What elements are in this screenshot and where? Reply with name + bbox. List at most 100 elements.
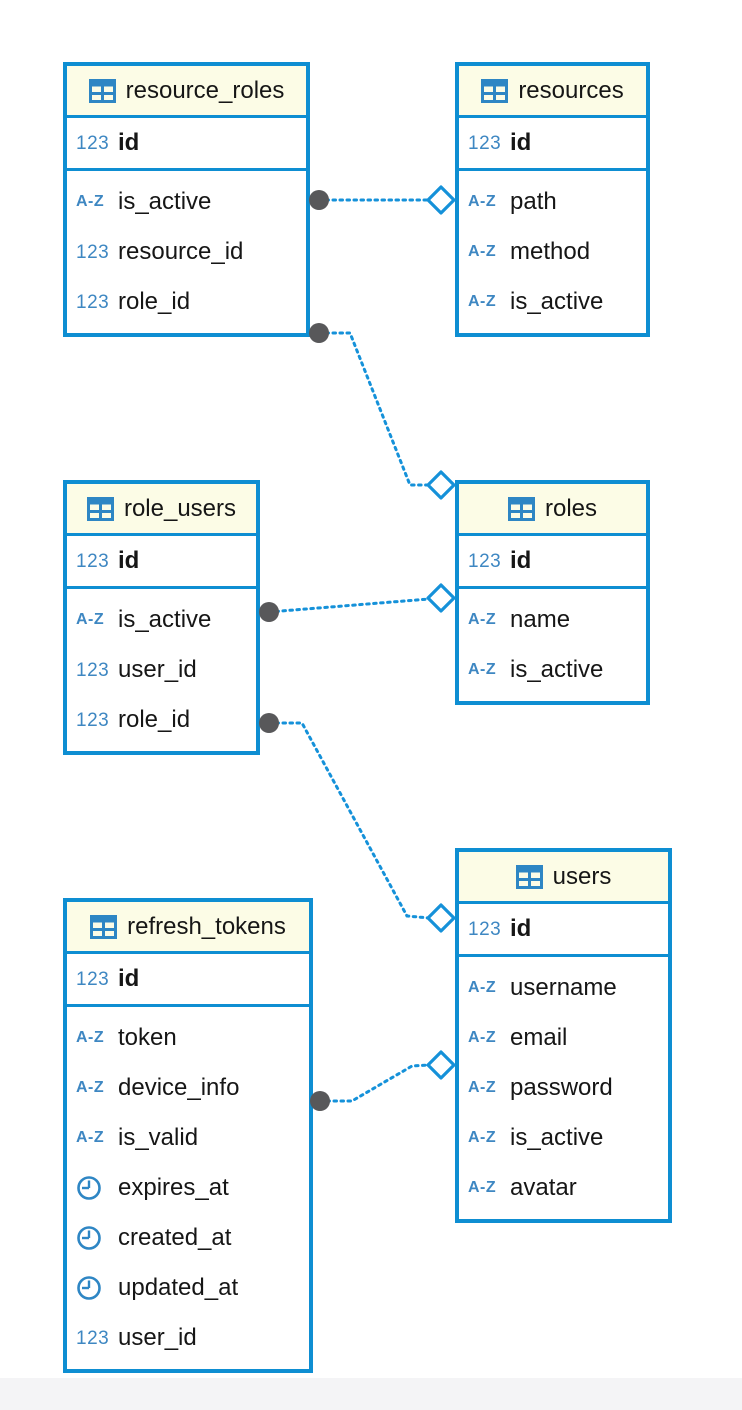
relation-circle-end (309, 323, 329, 343)
number-type-icon-box: 123 (76, 970, 118, 989)
field-name: password (510, 1074, 613, 1101)
field-row-resource_id[interactable]: 123 resource_id (67, 227, 306, 277)
number-type-icon-box: 123 (76, 711, 118, 730)
field-name: is_active (510, 1124, 604, 1151)
field-name: email (510, 1024, 568, 1051)
number-type-icon-box: 123 (76, 134, 118, 153)
text-type-icon-box: A-Z (468, 294, 510, 310)
field-name: updated_at (118, 1274, 239, 1301)
field-name: id (510, 915, 532, 942)
text-type-icon-box: A-Z (468, 1180, 510, 1196)
text-type-icon-box: A-Z (468, 194, 510, 210)
text-type-icon: A-Z (76, 1029, 105, 1046)
datetime-type-icon (76, 1275, 118, 1301)
table-header: users (459, 852, 668, 904)
text-type-icon-box: A-Z (76, 1130, 118, 1146)
datetime-type-icon (76, 1225, 118, 1251)
text-type-icon: A-Z (468, 1129, 497, 1146)
table-header: role_users (67, 484, 256, 536)
field-name: expires_at (118, 1174, 229, 1201)
relation-resource_roles-roles[interactable] (309, 323, 456, 500)
relation-resource_roles-resources[interactable] (309, 185, 456, 215)
field-row-is_active[interactable]: A-Z is_active (459, 1113, 668, 1163)
field-name: id (510, 547, 532, 574)
text-type-icon-box: A-Z (76, 194, 118, 210)
table-icon (86, 496, 114, 521)
field-name: avatar (510, 1174, 577, 1201)
relation-diamond-end (426, 903, 456, 933)
field-name: is_active (118, 188, 212, 215)
number-type-icon: 123 (76, 291, 110, 313)
relation-circle-end (259, 713, 279, 733)
field-row-is_active[interactable]: A-Z is_active (67, 177, 306, 227)
text-type-icon: A-Z (76, 611, 105, 628)
field-row-created_at[interactable]: created_at (67, 1213, 309, 1263)
relation-line (317, 331, 431, 487)
text-type-icon: A-Z (468, 611, 497, 628)
relation-refresh_tokens-users[interactable] (310, 1050, 456, 1111)
number-type-icon-box: 123 (468, 134, 510, 153)
text-type-icon: A-Z (468, 193, 497, 210)
field-row-updated_at[interactable]: updated_at (67, 1263, 309, 1313)
relation-line (267, 597, 431, 614)
table-title: resource_roles (125, 76, 285, 104)
field-row-id[interactable]: 123 id (459, 904, 668, 954)
number-type-icon: 123 (76, 132, 110, 154)
text-type-icon-box: A-Z (76, 1080, 118, 1096)
field-name: user_id (118, 656, 197, 683)
relation-circle-end (310, 1091, 330, 1111)
primary-key-section: 123 id (459, 904, 668, 957)
number-type-icon: 123 (76, 241, 110, 263)
text-type-icon: A-Z (76, 1079, 105, 1096)
field-row-expires_at[interactable]: expires_at (67, 1163, 309, 1213)
clock-icon (77, 1176, 101, 1200)
table-icon (90, 914, 118, 939)
relation-role_users-roles[interactable] (259, 583, 456, 622)
relation-diamond-end (426, 1050, 456, 1080)
table-header: resource_roles (67, 66, 306, 118)
field-name: method (510, 238, 591, 265)
table-title: role_users (123, 494, 237, 522)
table-icon (507, 496, 535, 521)
field-name: resource_id (118, 238, 244, 265)
text-type-icon: A-Z (76, 193, 105, 210)
number-type-icon: 123 (468, 918, 502, 940)
number-type-icon-box: 123 (468, 552, 510, 571)
